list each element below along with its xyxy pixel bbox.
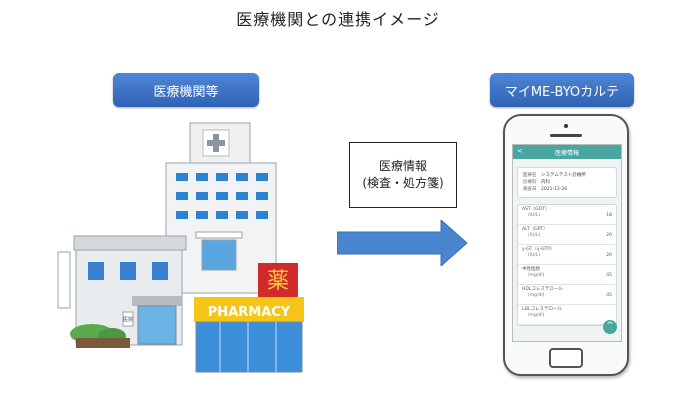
app-header-title: 医療情報 [554, 149, 579, 157]
patient-row: 診療科内科 [523, 179, 611, 186]
list-item[interactable]: ALT（GPT）(IU/L) 20 [518, 225, 616, 245]
lab-name: γ-GT（γ-GTP） [522, 247, 555, 252]
smartphone: < 医療情報 医療名システムテスト診療所 診療科内科 検査日 2021-12-26… [503, 114, 629, 376]
patient-key: 検査日 [523, 187, 537, 192]
app-label: マイME-BYOカルテ [490, 73, 634, 107]
page-title: 医療機関との連携イメージ [236, 10, 440, 29]
lab-name: 中性脂肪 [522, 267, 540, 272]
lab-name: ALT（GPT） [522, 227, 548, 232]
medical-info-box: 医療情報 (検査・処方箋) [349, 142, 457, 208]
hospital-building [165, 122, 277, 294]
medical-institution-label: 医療機関等 [113, 73, 259, 107]
lab-name: AST（GOT） [522, 207, 550, 212]
lab-name: LDLコレステロール [522, 307, 562, 312]
lab-value: 20 [606, 233, 612, 238]
lab-value: 45 [606, 293, 612, 298]
patient-card: 医療名システムテスト診療所 診療科内科 検査日 2021-12-26 [517, 167, 617, 198]
back-icon[interactable]: < [517, 147, 523, 155]
patient-value: 内科 [541, 180, 550, 185]
list-item[interactable]: 中性脂肪(mg/dl) 45 [518, 265, 616, 285]
right-arrow-icon [337, 220, 468, 266]
info-box-line1: 医療情報 [378, 159, 427, 173]
lab-value: 18 [606, 213, 612, 218]
lab-unit: (IU/L) [528, 233, 541, 238]
list-item[interactable]: HDLコレステロール(mg/dl) 45 [518, 285, 616, 305]
lab-unit: (mg/dl) [528, 293, 545, 298]
info-box-line2: (検査・処方箋) [362, 176, 444, 190]
speaker-icon [550, 134, 582, 137]
list-item[interactable]: LDLコレステロール(mg/dl) [518, 305, 616, 325]
patient-value: 2021-12-26 [541, 187, 568, 192]
clinic-building: 医院 [57, 235, 187, 348]
chevron-up-icon[interactable]: ^ [603, 320, 617, 334]
camera-icon [564, 124, 568, 128]
app-header: < 医療情報 [513, 145, 621, 159]
patient-row: 医療名システムテスト診療所 [523, 172, 611, 179]
pharmacy-building: 薬 PHARMACY [194, 263, 304, 373]
lab-unit: (mg/dl) [528, 273, 545, 278]
lab-value: 45 [606, 273, 612, 278]
patient-key: 医療名 [523, 173, 537, 178]
phone-screen: < 医療情報 医療名システムテスト診療所 診療科内科 検査日 2021-12-26… [512, 144, 622, 342]
list-item[interactable]: γ-GT（γ-GTP）(IU/L) 20 [518, 245, 616, 265]
lab-unit: (mg/dl) [528, 313, 545, 318]
lab-name: HDLコレステロール [522, 287, 563, 292]
lab-unit: (IU/L) [528, 213, 541, 218]
lab-results-list: AST（GOT）(IU/L)18 ALT（GPT）(IU/L)20 γ-GT（γ… [517, 204, 617, 326]
pharmacy-sign: PHARMACY [208, 305, 291, 320]
list-item[interactable]: AST（GOT）(IU/L) 18 [518, 205, 616, 225]
patient-key: 診療科 [523, 180, 537, 185]
clinic-sign-text: 医院 [123, 316, 133, 323]
patient-row: 検査日 2021-12-26 [523, 186, 611, 193]
patient-value: システムテスト診療所 [541, 173, 586, 178]
pharmacy-kanji: 薬 [267, 269, 289, 294]
home-button[interactable] [549, 348, 583, 368]
lab-value: 20 [606, 253, 612, 258]
lab-unit: (IU/L) [528, 253, 541, 258]
